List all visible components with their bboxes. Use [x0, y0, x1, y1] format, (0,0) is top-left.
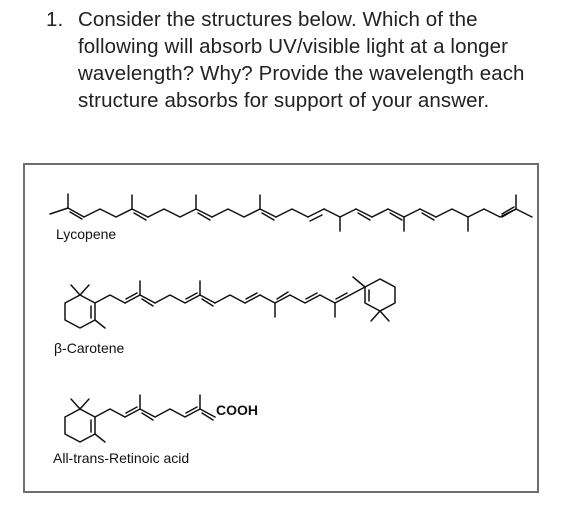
lycopene-label: Lycopene — [56, 226, 117, 242]
retinoic-acid-label: All-trans-Retinoic acid — [53, 450, 189, 466]
cooh-group-label: COOH — [216, 402, 258, 418]
lycopene-structure — [49, 193, 533, 232]
structures-drawing — [49, 193, 533, 443]
structures-figure: Lycopene β-Carotene COOH All-trans-Retin… — [23, 163, 539, 493]
question-number: 1. — [46, 8, 64, 31]
beta-carotene-label: β-Carotene — [54, 340, 125, 356]
question-text: Consider the structures below. Which of … — [78, 8, 525, 112]
retinoic-acid-label-suffix: -Retinoic acid — [104, 450, 190, 466]
beta-carotene-structure — [64, 276, 396, 329]
retinoic-acid-structure — [64, 394, 216, 443]
retinoic-acid-label-prefix: All-trans — [53, 450, 105, 466]
